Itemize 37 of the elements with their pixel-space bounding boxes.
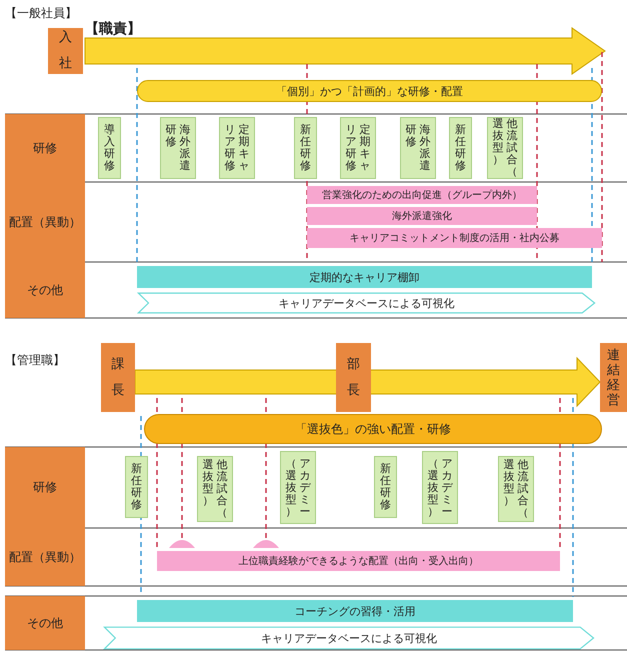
row-header: 配置（異動）	[5, 182, 85, 262]
training-box: 定期キャリア研修	[340, 117, 376, 179]
row-header: 研修	[5, 114, 85, 182]
training-box: 新任研修	[449, 117, 472, 179]
chevron-bar: キャリアデータベースによる可視化	[103, 626, 595, 650]
position-box: 入社	[48, 28, 83, 74]
position-box: 部長	[336, 343, 371, 412]
chevron-bar: キャリアデータベースによる可視化	[137, 292, 596, 314]
section-heading: 【職責】	[85, 20, 141, 38]
training-box: 新任研修	[125, 456, 148, 518]
section-title: 【一般社員】	[5, 5, 77, 22]
activity-bar: 定期的なキャリア棚卸	[137, 266, 592, 288]
activity-bar: コーチングの習得・活用	[137, 600, 573, 622]
section-title: 【管理職】	[5, 352, 65, 369]
placement-bar: 営業強化のための出向促進（グループ内外）	[307, 186, 537, 204]
position-box: 連結経営	[600, 343, 627, 412]
policy-banner: 「個別」かつ「計画的」な研修・配置	[137, 80, 602, 102]
placement-bar: 上位職責経験ができるような配置（出向・受入出向）	[157, 551, 560, 571]
training-box: 他流試合（選抜型）	[498, 456, 534, 522]
row-header: その他	[5, 596, 85, 650]
row-header: 配置（異動）	[5, 528, 85, 586]
placement-bar: キャリアコミットメント制度の活用・社内公募	[307, 228, 602, 248]
placement-bar: 海外派遣強化	[307, 207, 537, 225]
training-box: 定期キャリア研修	[219, 117, 255, 179]
training-box: 他流試合（選抜型）	[197, 456, 233, 522]
training-box: 新任研修	[374, 456, 397, 518]
training-box: 海外派遣研修	[400, 117, 436, 179]
training-box: 海外派遣研修	[160, 117, 196, 179]
training-box: アカデミー（選抜型）	[422, 451, 458, 524]
row-header: その他	[5, 262, 85, 318]
training-box: 新任研修	[294, 117, 317, 179]
policy-banner: 「選抜色」の強い配置・研修	[144, 414, 602, 444]
training-box: 他流試合（選抜型）	[487, 117, 523, 179]
row-header: 研修	[5, 447, 85, 528]
training-box: アカデミー（選抜型）	[280, 451, 316, 524]
position-box: 課長	[101, 343, 135, 412]
training-box: 導入研修	[98, 117, 121, 179]
